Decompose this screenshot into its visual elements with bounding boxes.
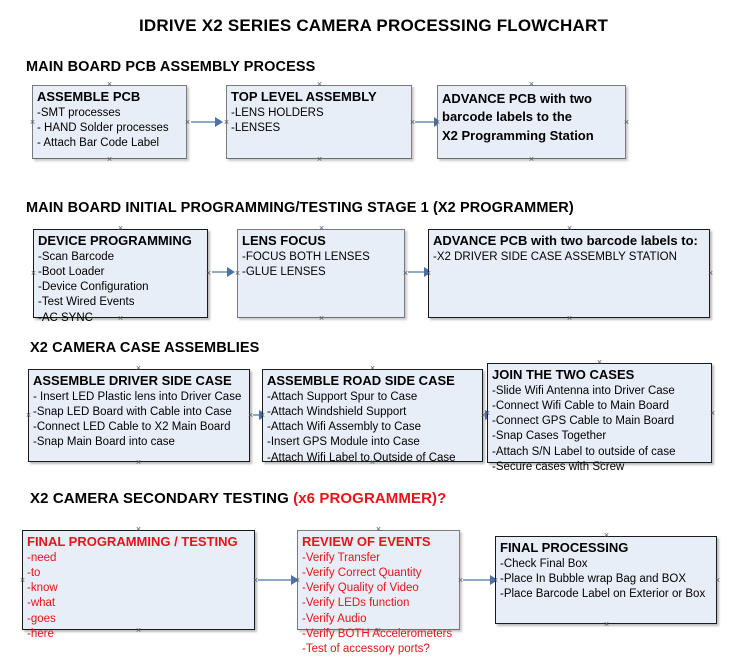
box-line: -Slide Wifi Antenna into Driver Case — [492, 384, 675, 397]
arrowhead-icon — [227, 267, 235, 277]
box-line: -Verify Correct Quantity — [302, 566, 422, 579]
connector-device-programming-to-lens-focus — [212, 271, 229, 273]
box-line: -Snap Main Board into case — [33, 436, 175, 449]
connector-driver-side-to-road-side — [253, 414, 261, 416]
box-line: -know — [27, 582, 58, 595]
box-title: JOIN THE TWO CASES — [492, 367, 635, 382]
box-line: -Verify BOTH Accelerometers — [302, 627, 453, 640]
box-title: FINAL PROGRAMMING / TESTING — [27, 534, 238, 549]
box-line: -Place In Bubble wrap Bag and BOX — [500, 572, 687, 585]
box-title: DEVICE PROGRAMMING — [38, 233, 192, 248]
box-title: ASSEMBLE DRIVER SIDE CASE — [33, 373, 232, 388]
connector-lens-focus-to-advance-pcb — [408, 271, 426, 273]
section-heading-text: X2 CAMERA SECONDARY TESTING — [30, 490, 294, 507]
box-line: -Verify Transfer — [302, 551, 380, 564]
box-title: LENS FOCUS — [242, 233, 326, 248]
arrowhead-icon — [215, 117, 223, 127]
box-line: -Attach Windshield Support — [267, 405, 407, 418]
section-heading-text: MAIN BOARD PCB ASSEMBLY PROCESS — [26, 59, 316, 75]
connector-top-level-to-advance-pcb — [415, 121, 437, 123]
box-line: -to — [27, 566, 41, 579]
box-line: -Snap Cases Together — [492, 430, 607, 443]
box-title: ADVANCE PCB with two barcode labels to: — [433, 233, 698, 248]
box-title: barcode labels to the — [442, 109, 573, 125]
flow-box-lens-focus[interactable]: LENS FOCUS -FOCUS BOTH LENSES -GLUE LENS… — [237, 229, 405, 318]
section-heading-x2-camera-case-assemblies: X2 CAMERA CASE ASSEMBLIES — [30, 340, 259, 356]
box-line: - Attach Bar Code Label — [37, 137, 160, 150]
box-line: -Test Wired Events — [38, 296, 135, 309]
box-title: ADVANCE PCB with two — [442, 91, 592, 106]
box-line: -AC SYNC — [38, 311, 93, 324]
flow-box-review-of-events[interactable]: REVIEW OF EVENTS -Verify Transfer -Verif… — [297, 530, 460, 655]
section-heading-text: MAIN BOARD INITIAL PROGRAMMING/TESTING S… — [26, 200, 574, 216]
box-line: -Verify Audio — [302, 612, 367, 625]
flow-box-top-level-assembly[interactable]: TOP LEVEL ASSEMBLY -LENS HOLDERS -LENSES — [226, 85, 412, 159]
box-title: FINAL PROCESSING — [500, 540, 629, 555]
page-title: IDRIVE X2 SERIES CAMERA PROCESSING FLOWC… — [138, 16, 609, 35]
box-line: -Place Barcode Label on Exterior or Box — [500, 588, 706, 601]
flow-box-assemble-road-side-case[interactable]: ASSEMBLE ROAD SIDE CASE -Attach Support … — [262, 369, 483, 464]
arrowhead-icon — [490, 575, 498, 585]
box-line: -SMT processes — [37, 106, 121, 119]
connector-review-of-events-to-final-processing — [463, 579, 493, 581]
box-line: -Secure cases with Screw — [492, 460, 625, 473]
section-heading-text: X2 CAMERA CASE ASSEMBLIES — [30, 340, 260, 356]
box-line: -Attach Support Spur to Case — [267, 390, 418, 403]
box-line: -Snap LED Board with Cable into Case — [33, 405, 232, 418]
connector-final-programming-to-review-of-events — [258, 579, 294, 581]
box-line: - HAND Solder processes — [37, 121, 169, 134]
box-line: -Connect LED Cable to X2 Main Board — [33, 421, 231, 434]
section-heading-red-text: (x6 PROGRAMMER)? — [293, 490, 447, 507]
box-line: -X2 DRIVER SIDE CASE ASSEMBLY STATION — [433, 250, 677, 263]
connector-assemble-pcb-to-top-level — [191, 121, 217, 123]
box-line: - Insert LED Plastic lens into Driver Ca… — [33, 390, 242, 403]
box-title: TOP LEVEL ASSEMBLY — [231, 89, 377, 104]
box-line: -Attach Wifi Assembly to Case — [267, 421, 422, 434]
flow-box-advance-pcb-driver-side-case[interactable]: ADVANCE PCB with two barcode labels to: … — [428, 229, 710, 318]
flow-box-join-the-two-cases[interactable]: JOIN THE TWO CASES -Slide Wifi Antenna i… — [487, 363, 712, 473]
flow-box-device-programming[interactable]: DEVICE PROGRAMMING -Scan Barcode -Boot L… — [33, 229, 208, 324]
box-title: X2 Programming Station — [442, 127, 594, 143]
box-title: REVIEW OF EVENTS — [302, 534, 431, 549]
box-line-overflow: -Test of accessory ports? — [302, 643, 430, 656]
section-heading-main-board-initial-programming: MAIN BOARD INITIAL PROGRAMMING/TESTING S… — [26, 200, 574, 216]
box-line: -Verify LEDs function — [302, 597, 410, 610]
flow-box-advance-pcb-programming-station[interactable]: ADVANCE PCB with two barcode labels to t… — [437, 85, 626, 159]
box-line: -FOCUS BOTH LENSES — [242, 250, 370, 263]
box-line: -Connect GPS Cable to Main Board — [492, 415, 675, 428]
box-line: -Scan Barcode — [38, 250, 115, 263]
box-line: -GLUE LENSES — [242, 265, 326, 278]
box-line: -LENSES — [231, 121, 281, 134]
box-line: -LENS HOLDERS — [231, 106, 324, 119]
flow-box-assemble-pcb[interactable]: ASSEMBLE PCB -SMT processes - HAND Solde… — [32, 85, 187, 159]
box-line: -goes — [27, 612, 56, 625]
flow-box-final-processing[interactable]: FINAL PROCESSING -Check Final Box -Place… — [495, 536, 717, 624]
box-line: -Connect Wifi Cable to Main Board — [492, 399, 670, 412]
flow-box-final-programming-testing[interactable]: FINAL PROGRAMMING / TESTING -need -to -k… — [22, 530, 255, 640]
box-line: -what — [27, 597, 56, 610]
box-title: ASSEMBLE ROAD SIDE CASE — [267, 373, 455, 388]
box-line: -need — [27, 551, 57, 564]
box-line: -Insert GPS Module into Case — [267, 436, 420, 449]
box-line: -Verify Quality of Video — [302, 582, 419, 595]
section-heading-x2-camera-secondary-testing: X2 CAMERA SECONDARY TESTING (x6 PROGRAMM… — [30, 490, 446, 507]
box-line: -Boot Loader — [38, 265, 105, 278]
box-line: -here — [27, 627, 54, 640]
section-heading-main-board-pcb-assembly: MAIN BOARD PCB ASSEMBLY PROCESS — [26, 59, 315, 75]
flow-box-assemble-driver-side-case[interactable]: ASSEMBLE DRIVER SIDE CASE - Insert LED P… — [28, 369, 250, 462]
arrowhead-icon — [291, 575, 299, 585]
box-title: ASSEMBLE PCB — [37, 89, 141, 104]
box-line: -Attach Wifi Label to Outside of Case — [267, 451, 456, 464]
box-line: -Check Final Box — [500, 557, 588, 570]
box-line: -Attach S/N Label to outside of case — [492, 445, 676, 458]
box-line: -Device Configuration — [38, 281, 149, 294]
